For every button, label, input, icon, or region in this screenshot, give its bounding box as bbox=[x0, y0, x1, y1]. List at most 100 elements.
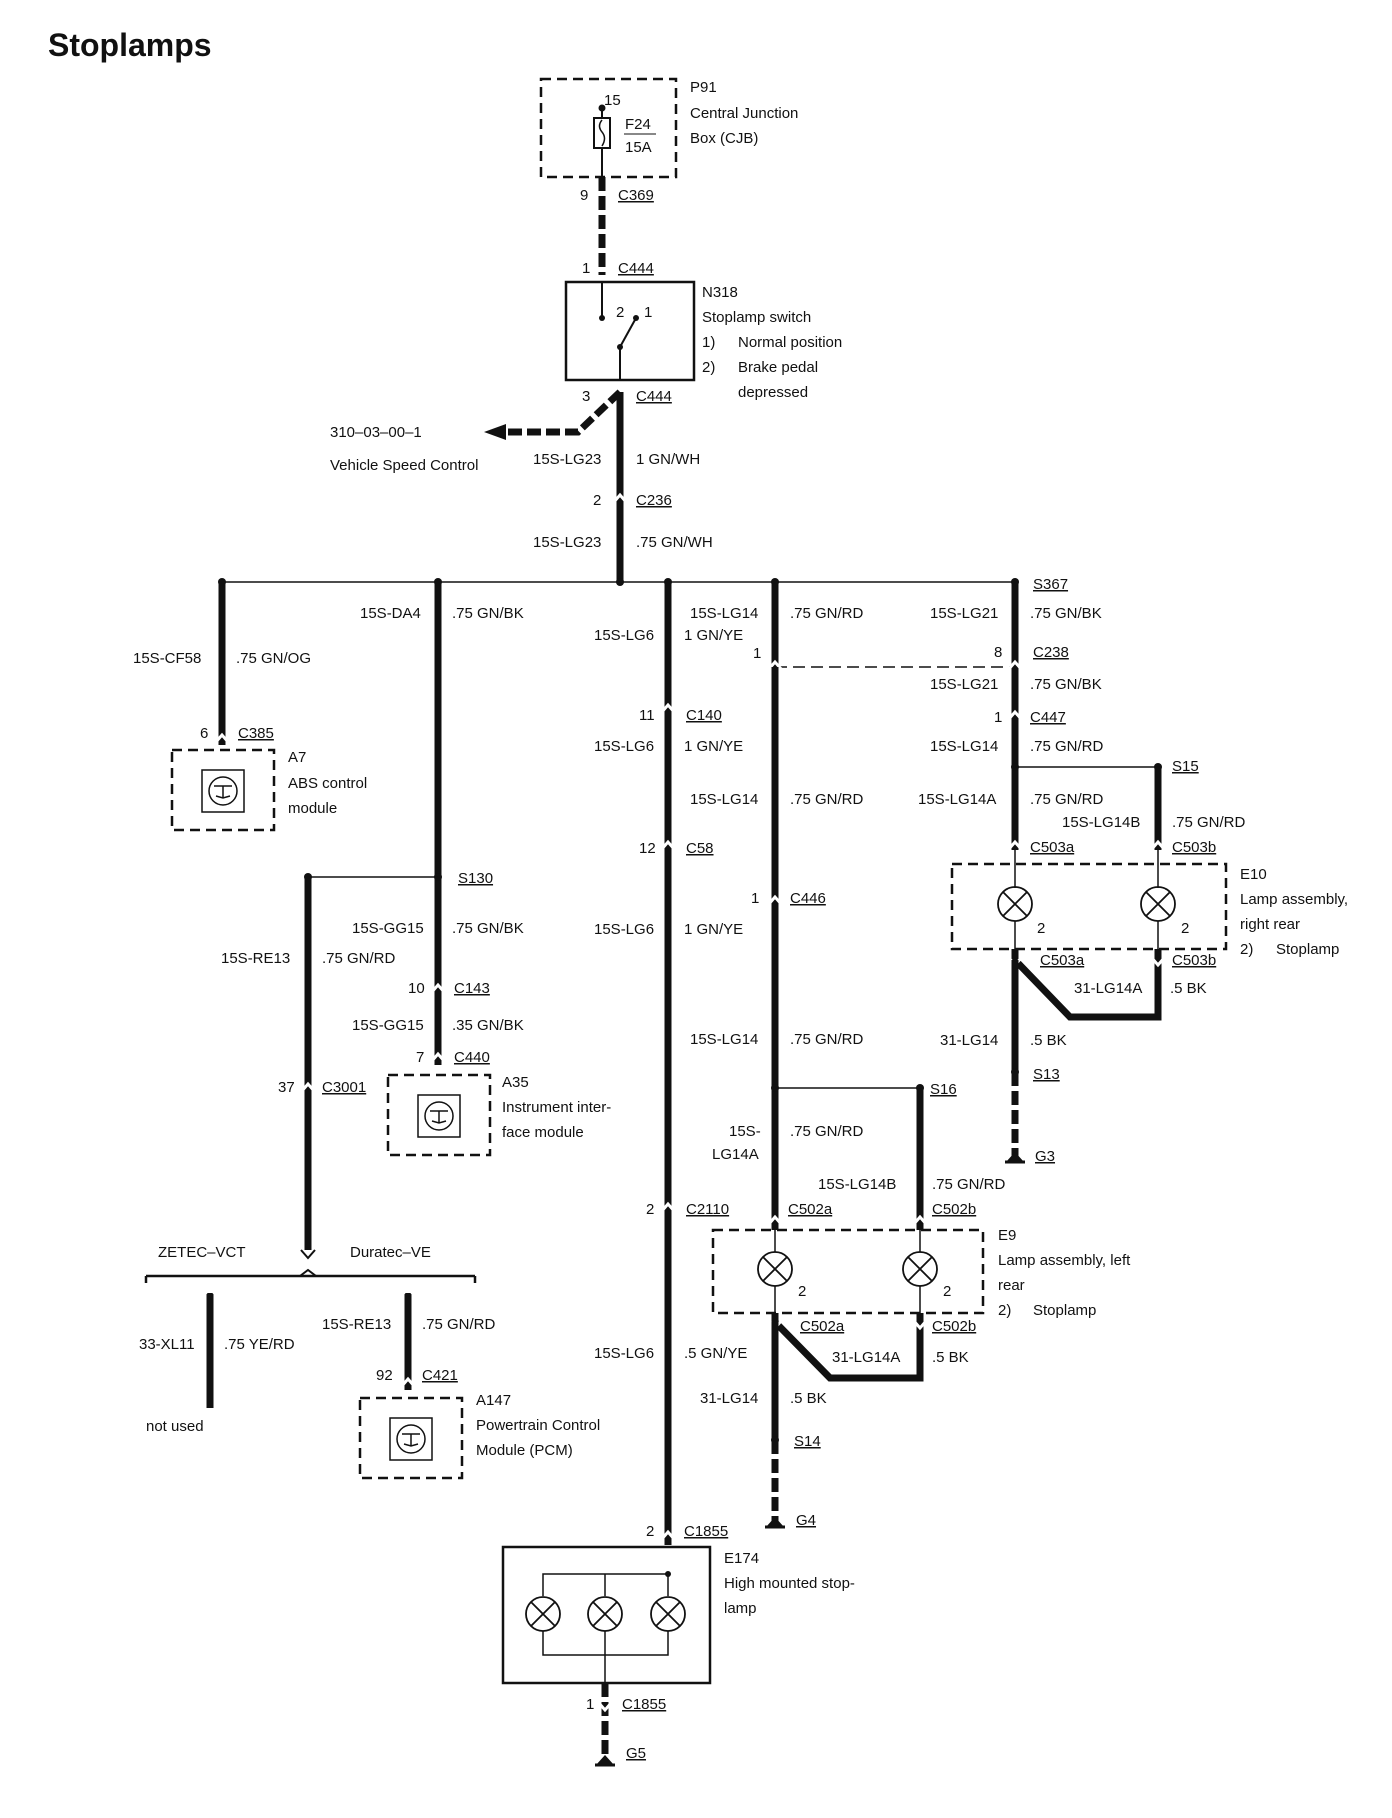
e10-gnd2-code: 31-LG14 bbox=[940, 1032, 998, 1049]
switch-terminal-2: 2 bbox=[616, 304, 624, 321]
lamp-assembly-right-rear bbox=[950, 850, 1228, 951]
c140-pin: 11 bbox=[639, 707, 655, 724]
wire-xl11 bbox=[201, 1285, 219, 1408]
e174-name-1: High mounted stop- bbox=[724, 1575, 855, 1592]
lg6a-size: 1 GN/YE bbox=[684, 627, 743, 644]
lg14B3-code: 15S-LG14B bbox=[1062, 814, 1140, 831]
a35-label: A35 bbox=[502, 1074, 529, 1091]
abs-wire-code: 15S-CF58 bbox=[133, 650, 201, 667]
p91-label: P91 bbox=[690, 79, 717, 96]
e10-name-1: Lamp assembly, bbox=[1240, 891, 1348, 908]
lg6c-code: 15S-LG6 bbox=[594, 921, 654, 938]
lamp-assembly-left-rear bbox=[711, 1228, 985, 1315]
c3001-pin: 37 bbox=[278, 1079, 295, 1096]
lg14b-size: .75 GN/RD bbox=[790, 791, 864, 808]
switch-name: Stoplamp switch bbox=[702, 309, 811, 326]
re13b-code: 15S-RE13 bbox=[322, 1316, 391, 1333]
lg14d-code: 15S-LG14 bbox=[930, 738, 998, 755]
c503b-top: C503b bbox=[1172, 839, 1216, 856]
c1855-bottom-pin: 1 bbox=[586, 1696, 594, 1713]
s15-label: S15 bbox=[1172, 758, 1199, 775]
c444-pin-1: 1 bbox=[582, 260, 590, 277]
wire-da4 bbox=[429, 582, 447, 1065]
pcm-module bbox=[358, 1396, 464, 1480]
lg6d-code: 15S-LG6 bbox=[594, 1345, 654, 1362]
c140-label: C140 bbox=[686, 707, 722, 724]
c369-pin: 9 bbox=[580, 187, 588, 204]
wire-lg21-right bbox=[1006, 582, 1167, 851]
s13-label: S13 bbox=[1033, 1066, 1060, 1083]
cjb-name-2: Box (CJB) bbox=[690, 130, 758, 147]
e9-gnd2-code: 31-LG14 bbox=[700, 1390, 758, 1407]
lg21b-size: .75 GN/BK bbox=[1030, 676, 1102, 693]
e174-label: E174 bbox=[724, 1550, 759, 1567]
wire-lg14-left bbox=[766, 582, 1015, 1230]
switch-pos1-num: 1) bbox=[702, 334, 715, 351]
e10-name-2: right rear bbox=[1240, 916, 1300, 933]
c58-pin: 12 bbox=[639, 840, 656, 857]
not-used-label: not used bbox=[146, 1418, 204, 1435]
s130-label: S130 bbox=[458, 870, 493, 887]
lg14c-size: .75 GN/RD bbox=[790, 1031, 864, 1048]
diagram-title: Stoplamps bbox=[48, 27, 212, 63]
c236-label: C236 bbox=[636, 492, 672, 509]
wire1-size: 1 GN/WH bbox=[636, 451, 700, 468]
wire-e174-ground bbox=[595, 1683, 615, 1767]
lg14A3-code: 15S-LG14A bbox=[918, 791, 996, 808]
c1855-bottom-label: C1855 bbox=[622, 1696, 666, 1713]
lg14b2-size: .75 GN/RD bbox=[932, 1176, 1006, 1193]
c444-pin-3: 3 bbox=[582, 388, 590, 405]
gg15-code: 15S-GG15 bbox=[352, 920, 424, 937]
a147-name-2: Module (PCM) bbox=[476, 1442, 573, 1459]
lg14b-code: 15S-LG14 bbox=[690, 791, 758, 808]
c143-pin: 10 bbox=[408, 980, 425, 997]
wire1-code: 15S-LG23 bbox=[533, 451, 601, 468]
e9-name-3-num: 2) bbox=[998, 1302, 1011, 1319]
c503a-top: C503a bbox=[1030, 839, 1075, 856]
c446-pin: 1 bbox=[751, 890, 759, 907]
lg6d-size: .5 GN/YE bbox=[684, 1345, 747, 1362]
c238-left-pin: 1 bbox=[753, 645, 761, 662]
e10-name-3-num: 2) bbox=[1240, 941, 1253, 958]
vehicle-speed-control-label: Vehicle Speed Control bbox=[330, 457, 478, 474]
fuse-name: F24 bbox=[625, 116, 651, 133]
c502b-bottom: C502b bbox=[932, 1318, 976, 1335]
c2110-pin: 2 bbox=[646, 1201, 654, 1218]
lg6c-size: 1 GN/YE bbox=[684, 921, 743, 938]
gg15b-size: .35 GN/BK bbox=[452, 1017, 524, 1034]
xl11-size: .75 YE/RD bbox=[224, 1336, 295, 1353]
cjb-box bbox=[539, 77, 678, 179]
xl11-code: 33-XL11 bbox=[139, 1336, 195, 1353]
c440-label: C440 bbox=[454, 1049, 490, 1066]
lg6b-code: 15S-LG6 bbox=[594, 738, 654, 755]
gg15b-code: 15S-GG15 bbox=[352, 1017, 424, 1034]
a7-label: A7 bbox=[288, 749, 306, 766]
g5-label: G5 bbox=[626, 1745, 646, 1762]
wire-abs bbox=[213, 582, 231, 745]
e10-gnd-code: 31-LG14A bbox=[1074, 980, 1142, 997]
c385-label: C385 bbox=[238, 725, 274, 742]
engine-variant-bus bbox=[144, 1268, 477, 1283]
gg15-size: .75 GN/BK bbox=[452, 920, 524, 937]
e10-gnd-size: .5 BK bbox=[1170, 980, 1207, 997]
re13b-size: .75 GN/RD bbox=[422, 1316, 496, 1333]
c3001-label: C3001 bbox=[322, 1079, 366, 1096]
abs-module bbox=[170, 748, 276, 832]
lg21-size: .75 GN/BK bbox=[1030, 605, 1102, 622]
ref-310-03-00-1: 310–03–00–1 bbox=[330, 424, 422, 441]
wire-re13b bbox=[399, 1285, 417, 1390]
c502a-bottom: C502a bbox=[800, 1318, 845, 1335]
a35-name-2: face module bbox=[502, 1124, 584, 1141]
a147-label: A147 bbox=[476, 1392, 511, 1409]
wire-s130-re13 bbox=[299, 873, 438, 1260]
fuse-rating: 15A bbox=[625, 139, 652, 156]
e9-gnd-size: .5 BK bbox=[932, 1349, 969, 1366]
e9-name-3: Stoplamp bbox=[1033, 1302, 1096, 1319]
wire-main-trunk bbox=[611, 392, 629, 580]
lg14c-code: 15S-LG14 bbox=[690, 1031, 758, 1048]
lg21-code: 15S-LG21 bbox=[930, 605, 998, 622]
e10-lamp-a-pin: 2 bbox=[1037, 920, 1045, 937]
c446-label: C446 bbox=[790, 890, 826, 907]
re13-size: .75 GN/RD bbox=[322, 950, 396, 967]
lg14A3-size: .75 GN/RD bbox=[1030, 791, 1104, 808]
